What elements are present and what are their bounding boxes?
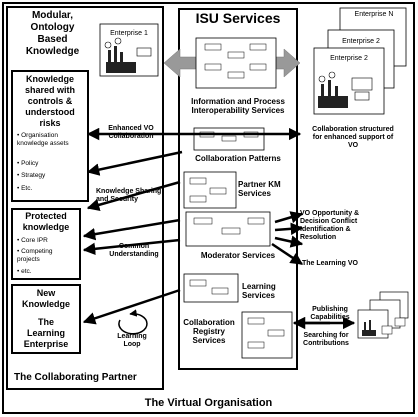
partner-km-icon <box>183 171 237 209</box>
learning-loop-icon <box>118 309 148 335</box>
interop-service-icon <box>195 37 277 89</box>
list-item-etc: • Etc. <box>17 185 33 192</box>
arrow-learning-vo <box>271 242 304 266</box>
arrow-collab-patterns <box>86 150 183 176</box>
knowledge-sharing-label: Knowledge Sharing and Security <box>96 188 162 203</box>
learning-vo-label: The Learning VO <box>302 260 359 267</box>
partner-km-label: Partner KM Services <box>238 180 281 198</box>
list-item-strategy: • Strategy <box>17 172 46 179</box>
list-item-core-ipr: • Core IPR <box>17 237 48 244</box>
new-knowledge-title: New Knowledge <box>21 288 70 309</box>
list-item-org-knowledge: • Organisation knowledge assets <box>17 132 69 147</box>
searching-label: Searching for Contributions <box>303 332 349 347</box>
learning-enterprise-label: The Learning Enterprise <box>23 317 69 349</box>
enhanced-vo-label: Enhanced VO Collaboration <box>108 125 154 140</box>
knowledge-shared-title: Knowledge shared with controls & underst… <box>24 74 75 128</box>
collab-structured-label: Collaboration structured for enhanced su… <box>312 126 394 149</box>
enterprise-1-label: Enterprise 1 <box>110 30 148 37</box>
list-item-competing-projects: • Competing projects <box>17 248 53 263</box>
isu-services-frame <box>178 8 298 370</box>
knowledge-shared-box: Knowledge shared with controls & underst… <box>11 70 89 202</box>
interop-services-label: Information and Process Interoperability… <box>191 97 285 115</box>
learning-service-icon <box>183 273 239 303</box>
arrow-moderator-left <box>82 238 181 256</box>
moderator-icon <box>185 211 271 247</box>
list-item-etc-protected: • etc. <box>17 268 32 275</box>
learning-services-label: Learning Services <box>242 282 276 300</box>
arrow-knowledge-sharing <box>86 180 181 211</box>
collaborating-partner-frame <box>6 6 164 390</box>
enterprise-stack-icon <box>313 7 407 115</box>
modular-knowledge-title: Modular, Ontology Based Knowledge <box>25 10 80 57</box>
enterprise-2-label-a: Enterprise 2 <box>342 38 380 45</box>
collaboration-patterns-icon <box>193 127 265 151</box>
registry-enterprises-icon <box>357 291 409 339</box>
collaborating-partner-label: The Collaborating Partner <box>14 372 137 383</box>
protected-knowledge-box: Protected knowledge • Core IPR • Competi… <box>11 208 81 280</box>
arrow-vo-opportunity-1 <box>274 211 304 224</box>
vo-opportunity-label: VO Opportunity & Decision Conflict Ident… <box>300 210 360 241</box>
publishing-label: Publishing Capabilities <box>310 306 350 321</box>
learning-loop-label: Learning Loop <box>117 333 147 348</box>
arrow-learning-services <box>82 288 181 325</box>
enterprise-n-label: Enterprise N <box>354 11 394 18</box>
registry-services-label: Collaboration Registry Services <box>183 318 235 345</box>
enterprise-2-label-b: Enterprise 2 <box>330 55 368 62</box>
arrow-vo-opportunity-3 <box>274 235 304 248</box>
collaboration-patterns-label: Collaboration Patterns <box>195 154 281 163</box>
flow-arrows <box>82 127 356 330</box>
moderator-services-label: Moderator Services <box>200 251 276 260</box>
isu-services-title: ISU Services <box>195 10 281 26</box>
new-knowledge-box: New Knowledge The Learning Enterprise <box>11 284 81 354</box>
common-understanding-label: Common Understanding <box>109 243 159 258</box>
protected-knowledge-title: Protected knowledge <box>22 211 70 232</box>
arrow-vo-opportunity-2 <box>274 222 304 236</box>
virtual-organisation-label: The Virtual Organisation <box>144 397 273 409</box>
virtual-organisation-frame <box>2 2 415 414</box>
enterprise-1-icon <box>99 23 159 77</box>
registry-service-icon <box>241 311 293 359</box>
arrow-common-understanding <box>82 218 181 241</box>
list-item-policy: • Policy <box>17 160 39 167</box>
